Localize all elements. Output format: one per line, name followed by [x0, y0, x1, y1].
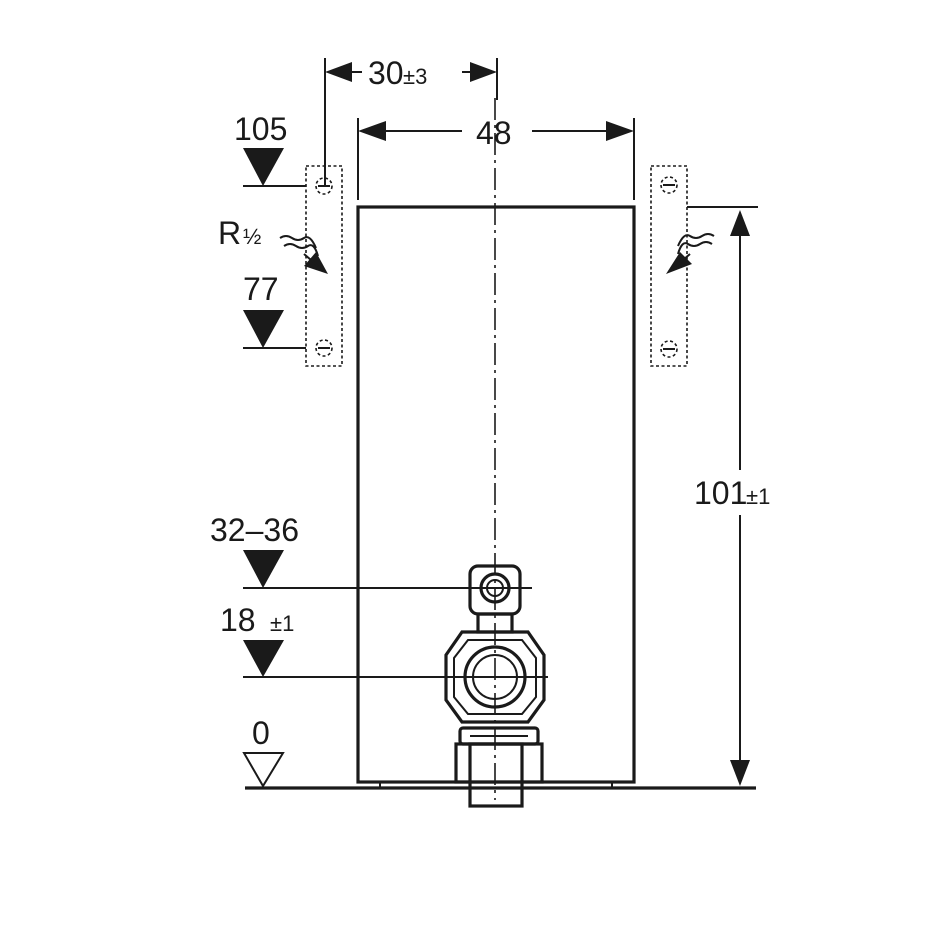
level-32-36: 32–36 [210, 512, 532, 589]
level-tolerance: ±1 [270, 611, 294, 636]
level-105: 105 [234, 111, 306, 187]
right-bracket [650, 165, 700, 367]
cabinet-outline [356, 205, 636, 784]
dimension-inner-width: 48 [357, 115, 635, 200]
level-18: 18 ±1 [220, 602, 548, 678]
level-label: 105 [234, 111, 287, 147]
level-label: 77 [243, 271, 279, 307]
thread-fraction: ½ [243, 224, 261, 249]
drain-assembly [444, 564, 546, 808]
level-77: 77 [243, 271, 306, 349]
height-value: 101 [694, 475, 747, 511]
inner-width-value: 48 [476, 115, 512, 151]
level-marker-icon [243, 640, 284, 677]
height-tolerance: ±1 [746, 484, 770, 509]
water-inlet-right [666, 233, 715, 274]
ground-marker-icon [242, 752, 285, 788]
water-inlet-left [279, 235, 328, 274]
top-width-value: 30 [368, 55, 404, 91]
level-label: 18 [220, 602, 256, 638]
level-marker-icon [243, 148, 284, 186]
level-label: 32–36 [210, 512, 299, 548]
level-marker-icon [243, 550, 284, 588]
level-marker-icon [243, 310, 284, 348]
level-label: 0 [252, 715, 270, 751]
dimension-height: 101 ±1 [690, 206, 770, 786]
dimension-top-width: 30 ±3 [324, 55, 498, 185]
thread-label: R [218, 215, 241, 251]
level-0: 0 [242, 715, 285, 788]
left-bracket [305, 165, 343, 367]
top-width-tolerance: ±3 [403, 64, 427, 89]
